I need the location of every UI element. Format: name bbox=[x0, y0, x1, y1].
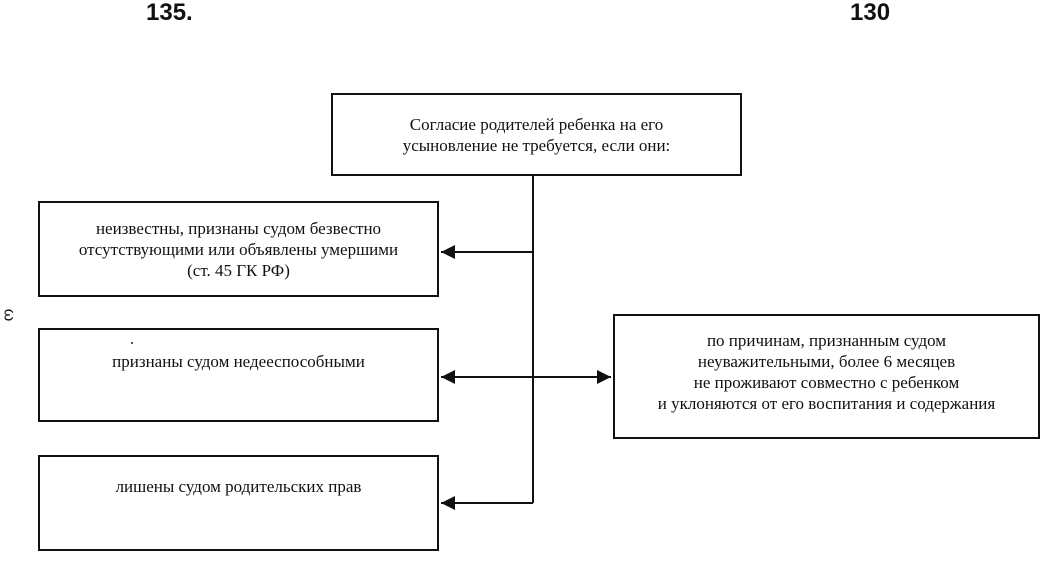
box-incapable-parents: признаны судом недееспособными bbox=[38, 328, 439, 422]
main-line-2: усыновление не требуется, если они: bbox=[402, 135, 671, 155]
incapable-line-1: признаны судом недееспособными bbox=[112, 352, 365, 371]
reasons-line-2: неуважительными, более 6 месяцев bbox=[697, 352, 956, 371]
reasons-line-1: по причинам, признанным судом bbox=[706, 331, 947, 350]
unknown-line-1: неизвестны, признаны судом безвестно bbox=[95, 218, 382, 238]
page-number-right: 130 bbox=[850, 0, 891, 26]
reasons-line-3: не проживают совместно с ребенком bbox=[693, 373, 960, 392]
box-deprived-rights: лишены судом родительских прав bbox=[38, 455, 439, 551]
scan-speck bbox=[131, 342, 133, 344]
deprived-line-1: лишены судом родительских прав bbox=[115, 477, 362, 496]
box-main-condition: Согласие родителей ребенка на его усынов… bbox=[331, 93, 742, 176]
unknown-line-2: отсутствующими или объявлены умершими bbox=[78, 239, 399, 259]
page-number-left: 135. bbox=[146, 0, 193, 26]
reasons-line-4: и уклоняются от его воспитания и содержа… bbox=[657, 394, 996, 413]
box-absent-parents: по причинам, признанным судом неуважител… bbox=[613, 314, 1040, 439]
box-unknown-parents: неизвестны, признаны судом безвестно отс… bbox=[38, 201, 439, 297]
main-line-1: Согласие родителей ребенка на его bbox=[409, 114, 664, 134]
unknown-line-3: (ст. 45 ГК РФ) bbox=[187, 260, 290, 280]
